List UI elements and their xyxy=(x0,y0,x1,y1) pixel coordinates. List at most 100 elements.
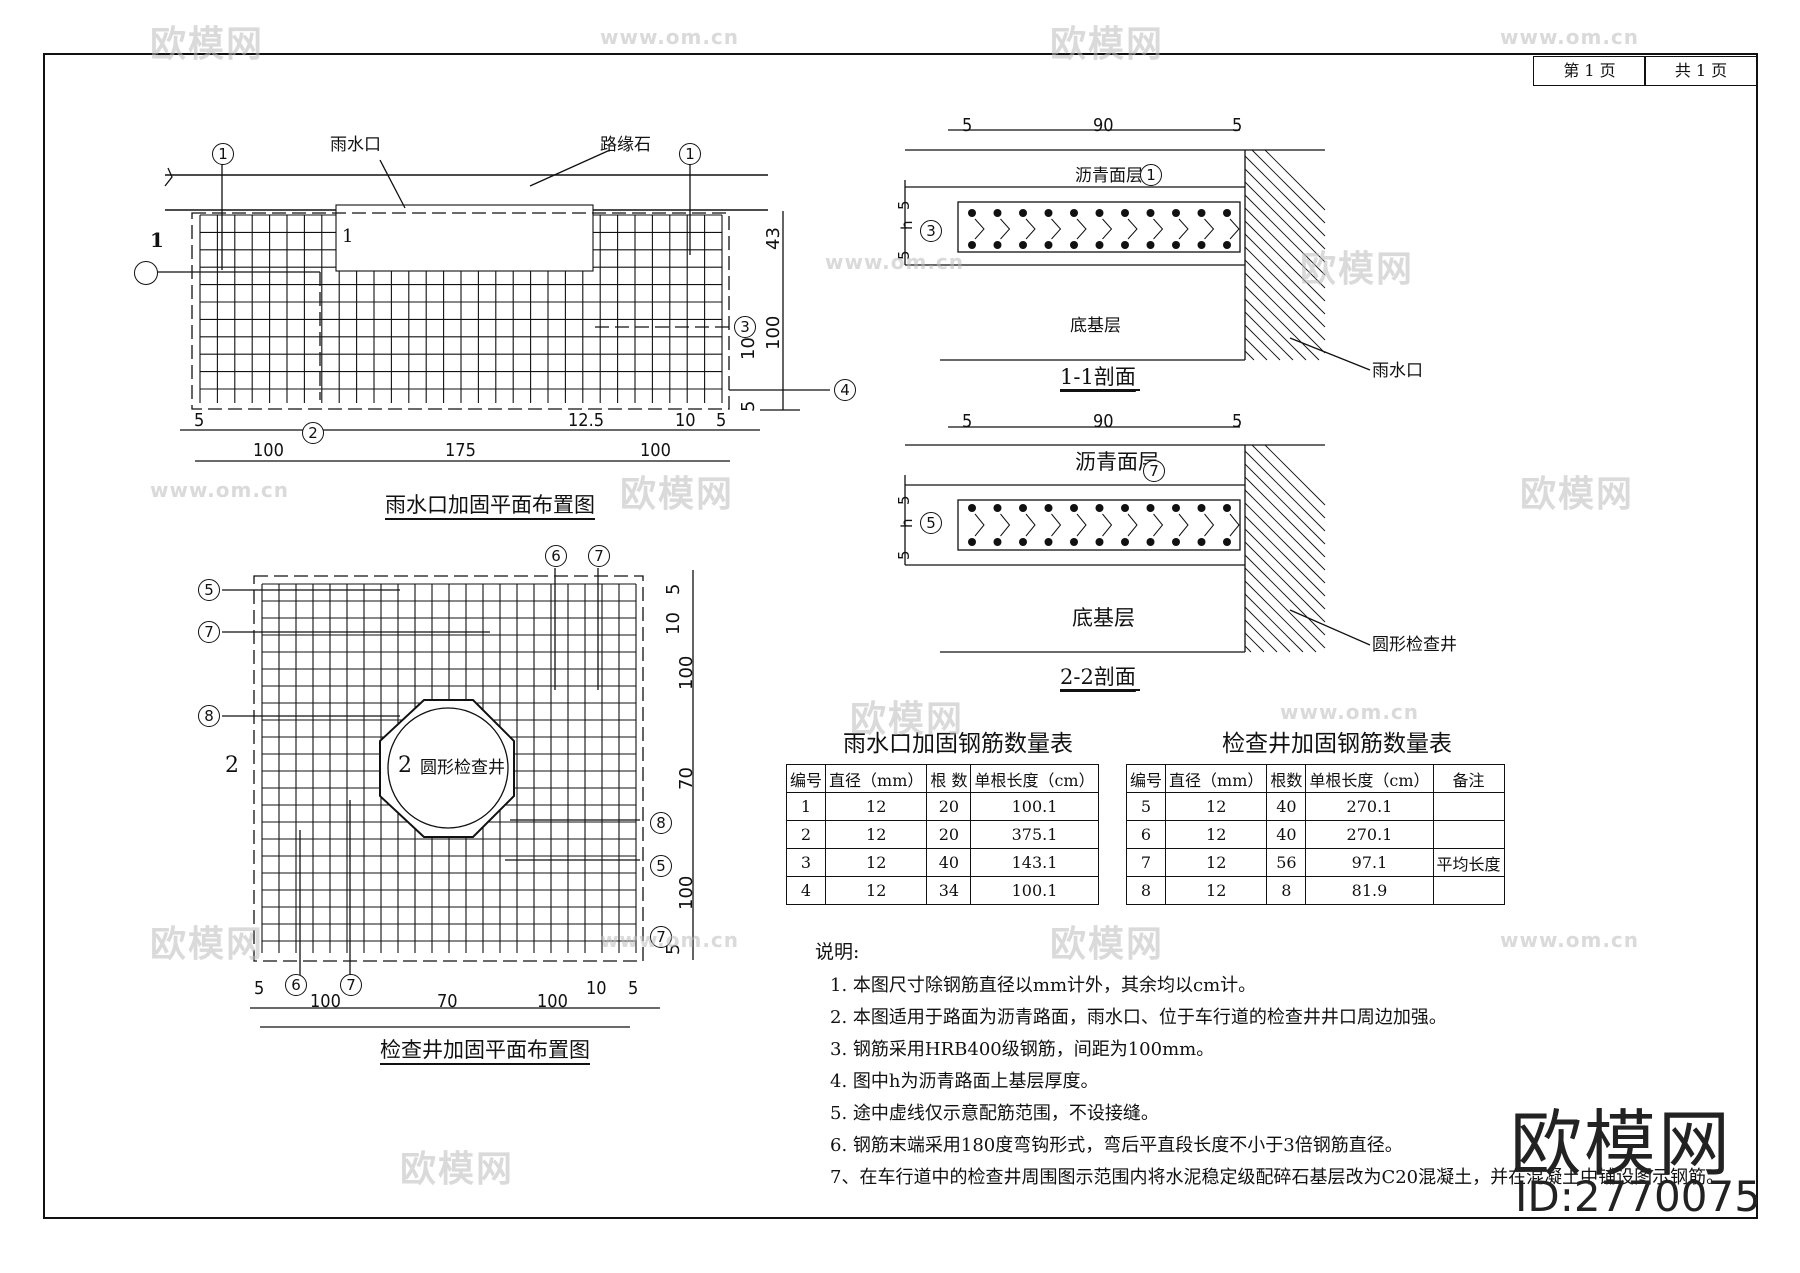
p1-dim-v3: 5 xyxy=(738,400,759,412)
p2-dim-v2: 100 xyxy=(676,655,697,690)
table2-header-cell: 单根长度（cm） xyxy=(1305,764,1434,793)
table-cell: 12 xyxy=(825,848,928,877)
note-item: 5. 途中虚线仅示意配筋范围，不设接缝。 xyxy=(830,1103,1159,1124)
table-cell: 20 xyxy=(926,820,972,849)
page-current: 第 1 页 xyxy=(1533,56,1646,86)
section-mark-2: 2 xyxy=(225,753,239,778)
callout-4: 4 xyxy=(834,379,856,401)
table-cell: 81.9 xyxy=(1305,876,1434,905)
p2-dim-v3: 70 xyxy=(676,767,697,790)
table-cell: 5 xyxy=(1125,792,1167,821)
plan2-title: 检查井加固平面布置图 xyxy=(380,1038,590,1062)
p1-dim-h5: 10 xyxy=(675,410,696,431)
table-cell: 12 xyxy=(1165,792,1268,821)
table-cell: 12 xyxy=(825,820,928,849)
section-mark-1: 1 xyxy=(150,228,164,252)
table-cell: 12 xyxy=(825,792,928,821)
p2-dim-v0: 5 xyxy=(663,583,684,595)
p1-dim-v0: 43 xyxy=(763,227,784,250)
p2-dim-h3: 100 xyxy=(537,991,568,1012)
p1-dim-h0: 5 xyxy=(194,410,205,431)
table-row: 8 12 8 81.9 xyxy=(1125,876,1505,905)
notes-heading: 说明: xyxy=(815,941,860,963)
s1-dim-v2: 5 xyxy=(895,250,913,260)
table-cell: 4 xyxy=(785,876,827,905)
p2-dim-h1: 100 xyxy=(310,991,341,1012)
table-cell xyxy=(1432,792,1505,821)
table-cell: 34 xyxy=(926,876,972,905)
table2-header-cell: 根数 xyxy=(1266,764,1307,793)
table1-header-cell: 单根长度（cm） xyxy=(970,764,1099,793)
table-cell: 270.1 xyxy=(1305,792,1434,821)
p1-dim-h1: 100 xyxy=(253,440,284,461)
section-mark-1b: 1 xyxy=(342,226,354,247)
s2-layer-base: 底基层 xyxy=(1072,606,1135,630)
s1-layer-base: 底基层 xyxy=(1070,316,1121,336)
table-row: 1 12 20 100.1 xyxy=(785,792,1099,821)
table2-header-cell: 直径（mm） xyxy=(1165,764,1268,793)
table-cell: 12 xyxy=(825,876,928,905)
s2-callout-mid: 5 xyxy=(920,512,942,534)
p2-callout-8a: 8 xyxy=(198,705,220,727)
p2-dim-v5: 5 xyxy=(663,943,684,955)
table2-header: 编号 直径（mm） 根数 单根长度（cm） 备注 xyxy=(1125,764,1505,793)
section-drawings xyxy=(904,129,1371,691)
p1-dim-h4: 100 xyxy=(640,440,671,461)
plan2-drawing xyxy=(222,568,694,1028)
label-inlet: 雨水口 xyxy=(330,135,381,155)
table2-header-cell: 备注 xyxy=(1432,764,1505,793)
plan1-title: 雨水口加固平面布置图 xyxy=(385,493,595,517)
s2-label-side: 圆形检查井 xyxy=(1372,635,1457,655)
s1-callout-mid: 3 xyxy=(920,220,942,242)
table-row: 3 12 40 143.1 xyxy=(785,848,1099,877)
table1: 编号 直径（mm） 根 数 单根长度（cm） 1 12 20 100.1 2 1… xyxy=(785,764,1099,905)
table-row: 4 12 34 100.1 xyxy=(785,876,1099,905)
note-item: 6. 钢筋末端采用180度弯钩形式，弯后平直段长度不小于3倍钢筋直径。 xyxy=(830,1135,1403,1156)
table-cell: 40 xyxy=(926,848,972,877)
p2-callout-7b: 7 xyxy=(588,545,610,567)
p1-dim-v2: 10 xyxy=(738,337,759,360)
table-cell: 1 xyxy=(785,792,827,821)
table-cell: 143.1 xyxy=(970,848,1099,877)
p2-callout-5b: 5 xyxy=(650,855,672,877)
p2-callout-8b: 8 xyxy=(650,812,672,834)
table-cell: 3 xyxy=(785,848,827,877)
table-cell: 12 xyxy=(1165,876,1268,905)
table-cell xyxy=(1432,876,1505,905)
s1-callout-top: 1 xyxy=(1140,164,1162,186)
s1-dim-1: 90 xyxy=(1093,115,1114,136)
drawing-frame xyxy=(43,53,1758,1219)
table1-header: 编号 直径（mm） 根 数 单根长度（cm） xyxy=(785,764,1099,793)
p2-callout-6b: 6 xyxy=(285,974,307,996)
callout-2: 2 xyxy=(302,422,324,444)
p2-callout-7d: 7 xyxy=(340,974,362,996)
table-row: 2 12 20 375.1 xyxy=(785,820,1099,849)
table2-title: 检查井加固钢筋数量表 xyxy=(1222,731,1452,757)
table-cell: 375.1 xyxy=(970,820,1099,849)
s1-label-side: 雨水口 xyxy=(1372,361,1423,381)
section2-title: 2-2剖面 xyxy=(1060,665,1136,689)
table-cell: 40 xyxy=(1266,792,1307,821)
callout-1-left: 1 xyxy=(212,143,234,165)
p2-callout-5a: 5 xyxy=(198,579,220,601)
s2-dim-2: 5 xyxy=(1232,411,1243,432)
callout-1-side xyxy=(134,261,158,285)
table-cell: 100.1 xyxy=(970,876,1099,905)
table-cell: 7 xyxy=(1125,848,1167,877)
table2: 编号 直径（mm） 根数 单根长度（cm） 备注 5 12 40 270.1 6… xyxy=(1125,764,1505,905)
table1-header-cell: 编号 xyxy=(785,764,827,793)
s1-dim-v1: h xyxy=(898,220,916,230)
s2-dim-0: 5 xyxy=(962,411,973,432)
table-row: 5 12 40 270.1 xyxy=(1125,792,1505,821)
callout-3: 3 xyxy=(734,316,756,338)
table-cell: 平均长度 xyxy=(1432,848,1505,877)
table-row: 6 12 40 270.1 xyxy=(1125,820,1505,849)
table1-header-cell: 直径（mm） xyxy=(825,764,928,793)
s2-dim-v0: 5 xyxy=(895,495,913,505)
s2-dim-v2: 5 xyxy=(895,550,913,560)
p2-dim-h2: 70 xyxy=(437,991,458,1012)
page-total: 共 1 页 xyxy=(1644,56,1758,86)
brand-id: ID:2770075 xyxy=(1515,1172,1761,1221)
table1-title: 雨水口加固钢筋数量表 xyxy=(843,731,1073,757)
